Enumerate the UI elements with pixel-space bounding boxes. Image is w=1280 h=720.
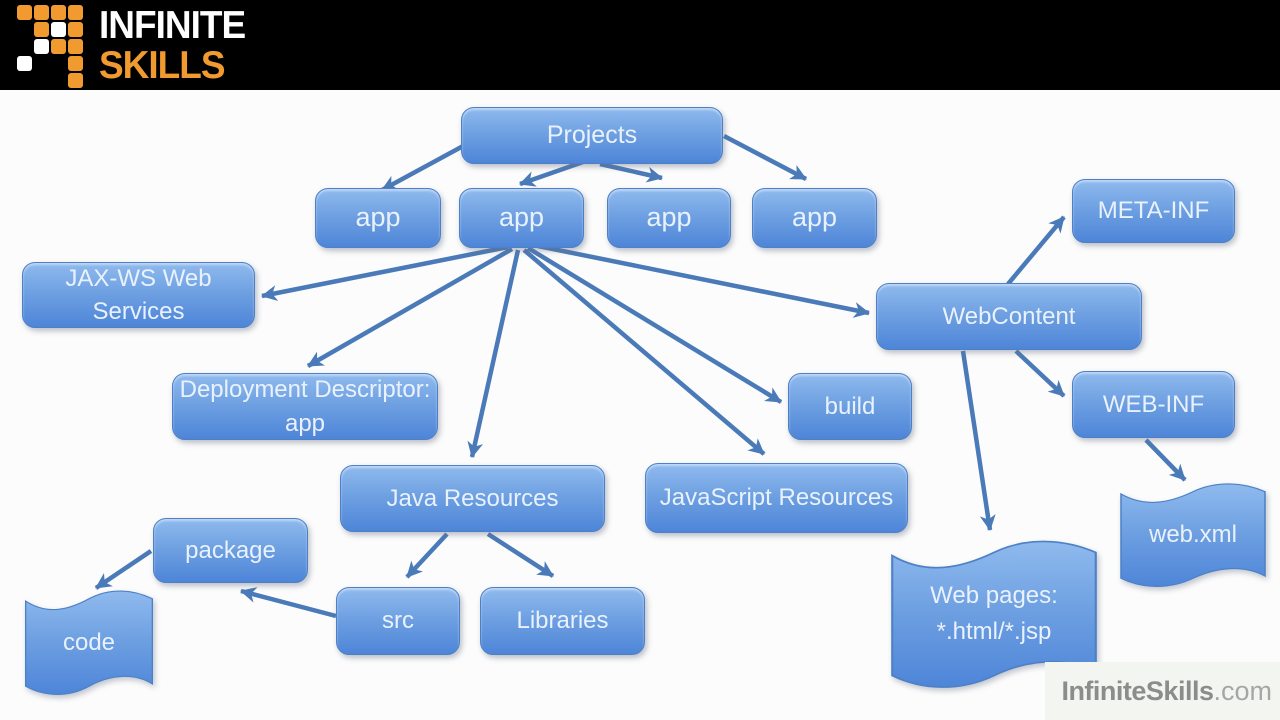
infiniteskills-wordmark: INFINITE SKILLS bbox=[99, 3, 246, 87]
logo-grid-empty bbox=[34, 73, 49, 88]
flag-web-xml-label: web.xml bbox=[1148, 521, 1238, 548]
node-deployment-descriptor: Deployment Descriptor: app bbox=[172, 373, 438, 440]
edge-app2-build bbox=[526, 246, 783, 404]
infiniteskills-logo-icon bbox=[17, 5, 83, 88]
flag-code: code bbox=[23, 585, 155, 700]
node-javascript-resources: JavaScript Resources bbox=[645, 463, 908, 533]
flag-web-pages: Web pages: *.html/*.jsp bbox=[888, 533, 1100, 695]
node-jaxws-web-services: JAX-WS Web Services bbox=[22, 262, 255, 328]
logo-grid-square bbox=[68, 5, 83, 20]
edge-app2-javares bbox=[467, 249, 521, 458]
node-meta-inf: META-INF bbox=[1072, 179, 1235, 243]
wave-shape bbox=[24, 590, 154, 695]
edge-projects-app3 bbox=[599, 161, 663, 183]
logo-grid-square bbox=[68, 56, 83, 71]
edge-javares-src bbox=[405, 532, 449, 579]
edge-app2-webcontent bbox=[537, 243, 870, 318]
logo-grid-square bbox=[51, 39, 66, 54]
logo-grid-empty bbox=[17, 39, 32, 54]
watermark-brand: InfiniteSkills bbox=[1061, 675, 1214, 706]
flag-web-xml: web.xml bbox=[1118, 478, 1268, 592]
brand-line-infinite: INFINITE bbox=[99, 3, 246, 47]
logo-grid-square bbox=[51, 5, 66, 20]
header-bar: INFINITE SKILLS bbox=[0, 0, 1280, 90]
brand-line-skills: SKILLS bbox=[99, 43, 226, 87]
logo-grid-empty bbox=[51, 73, 66, 88]
logo-grid-square bbox=[34, 5, 49, 20]
node-projects: Projects bbox=[461, 107, 723, 164]
node-package: package bbox=[153, 518, 308, 583]
node-webcontent: WebContent bbox=[876, 283, 1142, 350]
logo-grid-square bbox=[51, 22, 66, 37]
logo-grid-square bbox=[68, 73, 83, 88]
edge-webcontent-webpages bbox=[960, 350, 996, 531]
logo-grid-empty bbox=[17, 73, 32, 88]
edge-projects-app1 bbox=[380, 143, 467, 192]
node-src: src bbox=[336, 587, 460, 655]
edge-webcontent-metainf bbox=[1006, 215, 1066, 286]
logo-grid-empty bbox=[17, 22, 32, 37]
edge-app2-jaxws bbox=[261, 244, 509, 301]
node-build: build bbox=[788, 373, 912, 440]
edge-package-code bbox=[94, 549, 153, 590]
watermark-suffix: .com bbox=[1213, 675, 1272, 706]
edge-projects-app2 bbox=[519, 159, 584, 187]
edge-javares-libraries bbox=[486, 532, 555, 578]
logo-grid-square bbox=[17, 56, 32, 71]
node-app-1: app bbox=[315, 188, 441, 248]
logo-grid-empty bbox=[34, 56, 49, 71]
edge-app2-deployment bbox=[306, 247, 514, 368]
wave-shape bbox=[1120, 483, 1266, 587]
node-app-4: app bbox=[752, 188, 877, 248]
node-libraries: Libraries bbox=[480, 587, 645, 655]
logo-grid-square bbox=[68, 22, 83, 37]
edge-projects-app4 bbox=[722, 134, 808, 181]
flag-code-label: code bbox=[62, 628, 116, 656]
flag-web-pages-label: Web pages: *.html/*.jsp bbox=[930, 582, 1058, 645]
logo-grid-square bbox=[34, 22, 49, 37]
edge-app2-jsres bbox=[522, 248, 766, 456]
node-app-2: app bbox=[459, 188, 584, 248]
node-web-inf: WEB-INF bbox=[1072, 371, 1235, 438]
logo-grid-square bbox=[34, 39, 49, 54]
edge-webcontent-webinf bbox=[1014, 349, 1066, 398]
logo-grid-empty bbox=[51, 56, 66, 71]
logo-grid-square bbox=[68, 39, 83, 54]
edge-webinf-webxml bbox=[1144, 438, 1187, 482]
node-java-resources: Java Resources bbox=[340, 465, 605, 532]
node-app-3: app bbox=[607, 188, 731, 248]
edge-src-package bbox=[240, 587, 337, 619]
logo-grid-square bbox=[17, 5, 32, 20]
watermark-strip: InfiniteSkills.com bbox=[1045, 662, 1280, 720]
